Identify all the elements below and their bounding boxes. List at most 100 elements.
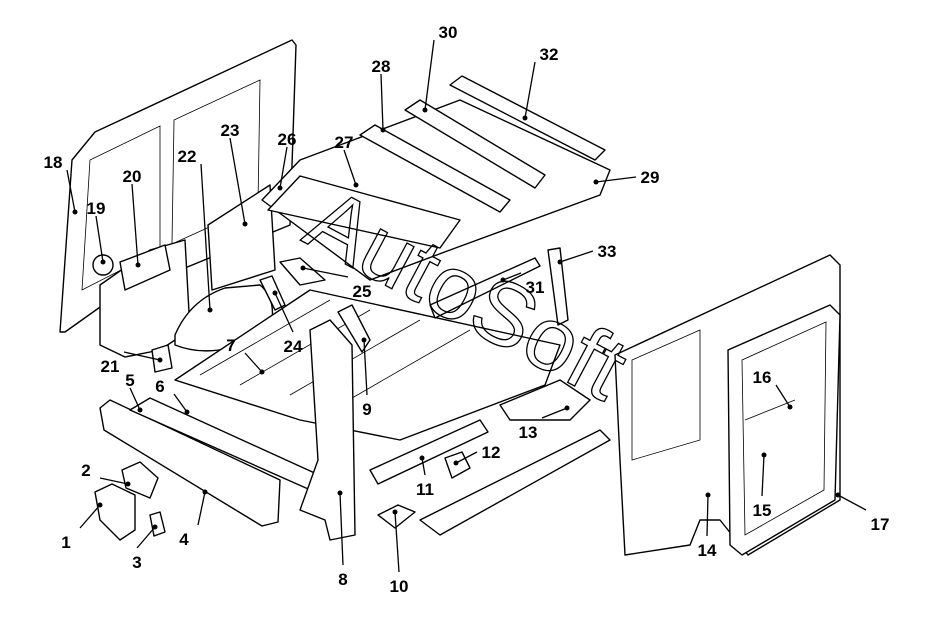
callout-12: 12 [453, 443, 500, 466]
callout-number: 33 [598, 242, 617, 261]
leader-dot [277, 185, 283, 191]
callout-30: 30 [422, 23, 458, 113]
leader-line [559, 250, 594, 263]
callout-33: 33 [557, 242, 617, 265]
part-sliding-door [727, 304, 841, 556]
callout-number: 26 [278, 130, 297, 149]
leader-dot [705, 492, 711, 498]
part-roof-bow [404, 99, 546, 189]
leader-dot [135, 262, 141, 268]
leader-dot [593, 179, 599, 185]
callout-number: 4 [179, 530, 189, 549]
leader-dot [557, 259, 563, 265]
callout-number: 11 [416, 480, 434, 499]
callout-number: 19 [87, 199, 106, 218]
leader-line [244, 352, 263, 373]
leader-dot [353, 182, 359, 188]
part-bracket-10 [377, 504, 416, 529]
leader-dot [202, 489, 208, 495]
part-rear-crossmember [99, 399, 281, 527]
leader-line [79, 504, 101, 529]
callout-20: 20 [123, 167, 142, 268]
leader-line [775, 384, 791, 408]
callout-number: 28 [372, 57, 391, 76]
callout-5: 5 [125, 371, 143, 413]
part-trim-20 [119, 244, 171, 291]
callout-number: 20 [123, 167, 142, 186]
part-lamp-housing [121, 461, 159, 499]
leader-line [229, 137, 246, 225]
part-c-pillar [547, 247, 569, 326]
leader-line [131, 183, 139, 266]
callout-number: 14 [698, 541, 717, 560]
callout-number: 30 [439, 23, 458, 42]
callout-24: 24 [272, 290, 303, 356]
leader-line [173, 393, 188, 413]
callout-28: 28 [372, 57, 391, 133]
callout-18: 18 [44, 153, 78, 215]
leader-dot [300, 265, 306, 271]
part-roof-bow [359, 124, 511, 213]
leader-dot [564, 405, 570, 411]
leader-line [761, 454, 765, 497]
leader-dot [72, 209, 78, 215]
leader-dot [272, 290, 278, 296]
callout-number: 2 [81, 461, 90, 480]
leader-dot [207, 307, 213, 313]
leader-dot [97, 502, 103, 508]
leader-dot [100, 259, 106, 265]
callout-number: 22 [178, 147, 197, 166]
leader-line [424, 39, 435, 111]
callout-14: 14 [698, 492, 717, 560]
callout-7: 7 [226, 336, 265, 375]
part-speaker-19 [92, 254, 114, 276]
leader-dot [787, 404, 793, 410]
leader-line [524, 61, 536, 119]
leader-line [421, 457, 426, 476]
callout-number: 5 [125, 371, 134, 390]
callout-31: 31 [500, 272, 544, 297]
leader-line [363, 339, 368, 396]
callout-23: 23 [221, 121, 248, 227]
callout-27: 27 [335, 133, 359, 188]
leader-dot [242, 221, 248, 227]
callout-21: 21 [101, 351, 163, 376]
callout-number: 9 [362, 400, 371, 419]
callout-32: 32 [522, 45, 558, 121]
part-b-pillar [299, 319, 356, 541]
leader-dot [184, 409, 190, 415]
leader-dot [259, 369, 265, 375]
callout-number: 17 [871, 515, 890, 534]
callout-number: 24 [284, 337, 303, 356]
callout-number: 8 [338, 570, 347, 589]
leader-line [837, 494, 867, 511]
leader-line [99, 477, 129, 485]
part-roof-rail [429, 257, 541, 319]
leader-line [595, 176, 637, 183]
callout-number: 15 [753, 501, 772, 520]
callout-number: 16 [753, 368, 772, 387]
leader-line [502, 272, 522, 281]
part-bracket-25 [279, 257, 326, 286]
callout-8: 8 [337, 490, 348, 589]
leader-dot [419, 455, 425, 461]
leader-dot [522, 115, 528, 121]
callout-3: 3 [132, 524, 158, 572]
leader-dot [761, 452, 767, 458]
leader-dot [337, 490, 343, 496]
part-bracket [94, 483, 136, 541]
callout-16: 16 [753, 368, 793, 410]
leader-line [541, 407, 568, 419]
callout-19: 19 [87, 199, 106, 265]
callout-number: 13 [519, 423, 538, 442]
callout-22: 22 [178, 147, 213, 313]
leader-line [200, 163, 211, 311]
callout-15: 15 [753, 452, 772, 520]
callout-11: 11 [416, 455, 434, 499]
callout-4: 4 [179, 489, 208, 549]
leader-dot [835, 492, 841, 498]
leader-dot [152, 524, 158, 530]
leader-dot [422, 107, 428, 113]
leader-line [197, 491, 206, 526]
